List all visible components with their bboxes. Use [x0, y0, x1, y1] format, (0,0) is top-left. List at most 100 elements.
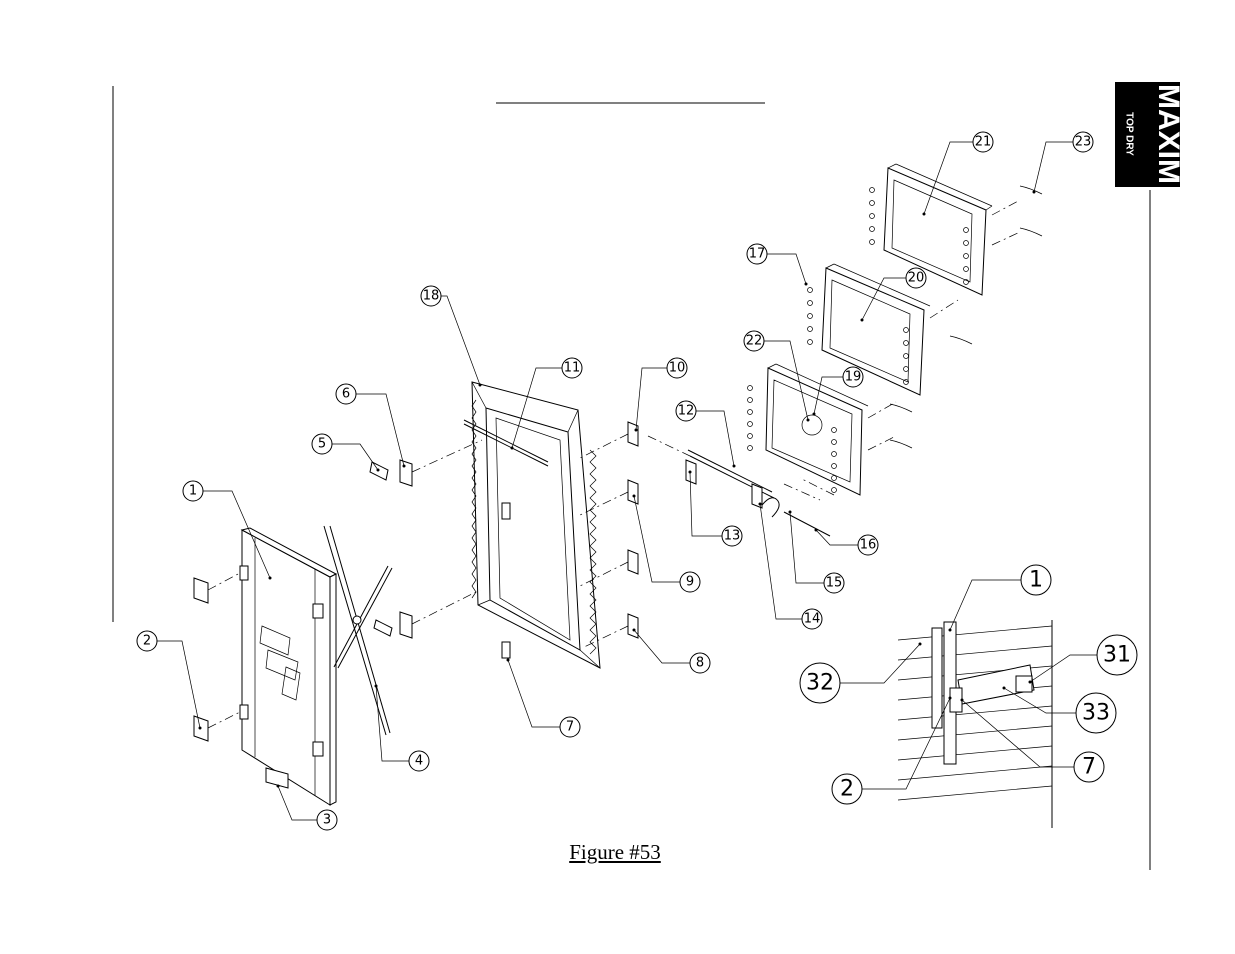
- x-brace: [323, 525, 393, 736]
- callout-bubble: [420, 285, 442, 307]
- callout-label: 23: [1075, 135, 1092, 150]
- callout-19: 19: [812, 366, 864, 416]
- stacked-panel-bottom: [747, 363, 913, 496]
- figure-caption: Figure #53: [569, 840, 661, 864]
- leader-line: [356, 393, 405, 467]
- latch-assembly: [647, 435, 831, 537]
- callout-bubble: [675, 400, 697, 422]
- callout-16: 16: [814, 528, 879, 556]
- leader-arrow: [918, 642, 922, 646]
- callout-6: 6: [335, 383, 406, 468]
- leader-arrow: [960, 698, 964, 702]
- callout-label: 10: [669, 361, 686, 376]
- callout-18: 18: [420, 285, 482, 387]
- leader-arrow: [402, 464, 406, 468]
- leader-arrow: [922, 212, 926, 216]
- callout-bubble: [136, 630, 158, 652]
- callout-bubble: [743, 330, 765, 352]
- callout-bubble: [801, 608, 823, 630]
- callout-13: 13: [688, 470, 743, 547]
- callout-bubble: [311, 433, 333, 455]
- callout-21: 21: [922, 131, 994, 216]
- leader-arrow: [1002, 686, 1006, 690]
- leader-arrow: [758, 502, 762, 506]
- door-panel: [193, 527, 338, 806]
- leader-arrow: [632, 494, 636, 498]
- callout-label: 13: [724, 529, 741, 544]
- callout-label: 7: [1082, 755, 1096, 780]
- leader-line: [332, 443, 379, 471]
- callout-bubble: [831, 773, 863, 805]
- callout-bubble: [1073, 751, 1105, 783]
- callout-label: 6: [342, 387, 350, 402]
- callout-3: 3: [276, 784, 338, 831]
- callout-bubble: [316, 809, 338, 831]
- leader-arrow: [788, 510, 792, 514]
- callout-label: 12: [678, 404, 695, 419]
- callout-label: 31: [1103, 643, 1131, 668]
- leader-arrow: [806, 418, 810, 422]
- leader-arrow: [632, 628, 636, 632]
- callout-layer: 1234567891011121314151617181920212223131…: [136, 131, 1138, 831]
- callout-15: 15: [788, 510, 845, 594]
- detail-callout-6: 7: [960, 698, 1105, 783]
- leader-arrow: [860, 318, 864, 322]
- callout-label: 11: [564, 361, 581, 376]
- callout-bubble: [335, 383, 357, 405]
- callout-20: 20: [860, 267, 927, 322]
- leader-line: [203, 490, 271, 579]
- leader-line: [861, 277, 906, 321]
- leader-arrow: [510, 446, 514, 450]
- callout-bubble: [746, 243, 768, 265]
- leader-arrow: [948, 628, 952, 632]
- callout-label: 3: [323, 813, 331, 828]
- leader-arrow: [814, 528, 818, 532]
- detail-callout-2: 31: [1028, 634, 1138, 684]
- callout-5: 5: [311, 433, 380, 472]
- leader-arrow: [688, 470, 692, 474]
- callout-label: 15: [826, 576, 843, 591]
- leader-line: [511, 367, 562, 449]
- leader-line: [635, 367, 667, 431]
- logo-brand-text: MAXIM: [1152, 84, 1180, 184]
- detail-view: [897, 620, 1053, 828]
- callout-bubble: [182, 480, 204, 502]
- leader-line: [759, 503, 802, 620]
- leader-line: [689, 471, 722, 537]
- leader-line: [815, 529, 858, 546]
- callout-1: 1: [182, 480, 272, 580]
- leader-line: [949, 579, 1021, 631]
- leader-arrow: [268, 576, 272, 580]
- callout-14: 14: [758, 502, 823, 630]
- callout-label: 14: [804, 612, 821, 627]
- leader-arrow: [374, 684, 378, 688]
- callout-12: 12: [675, 400, 736, 468]
- callout-label: 2: [143, 634, 151, 649]
- callout-bubble: [679, 571, 701, 593]
- leader-line: [507, 659, 560, 728]
- callout-22: 22: [743, 330, 810, 422]
- callout-bubble: [1096, 634, 1138, 676]
- leader-arrow: [1028, 680, 1032, 684]
- callout-bubble: [799, 662, 841, 704]
- detail-callout-5: 2: [831, 696, 952, 805]
- stacked-panel-middle: [807, 263, 973, 396]
- callout-bubble: [559, 716, 581, 738]
- callout-2: 2: [136, 630, 202, 730]
- leader-line: [375, 685, 409, 762]
- callout-label: 4: [415, 754, 423, 769]
- callout-bubble: [857, 534, 879, 556]
- leader-line: [961, 699, 1074, 768]
- callout-bubble: [905, 267, 927, 289]
- callout-label: 20: [908, 271, 925, 286]
- callout-label: 7: [566, 720, 574, 735]
- leader-line: [633, 495, 680, 583]
- callout-label: 5: [318, 437, 326, 452]
- callout-label: 2: [840, 777, 854, 802]
- leader-line: [789, 511, 824, 584]
- callout-label: 16: [860, 538, 877, 553]
- leader-line: [813, 376, 843, 415]
- leader-arrow: [198, 726, 202, 730]
- callout-bubble: [1072, 131, 1094, 153]
